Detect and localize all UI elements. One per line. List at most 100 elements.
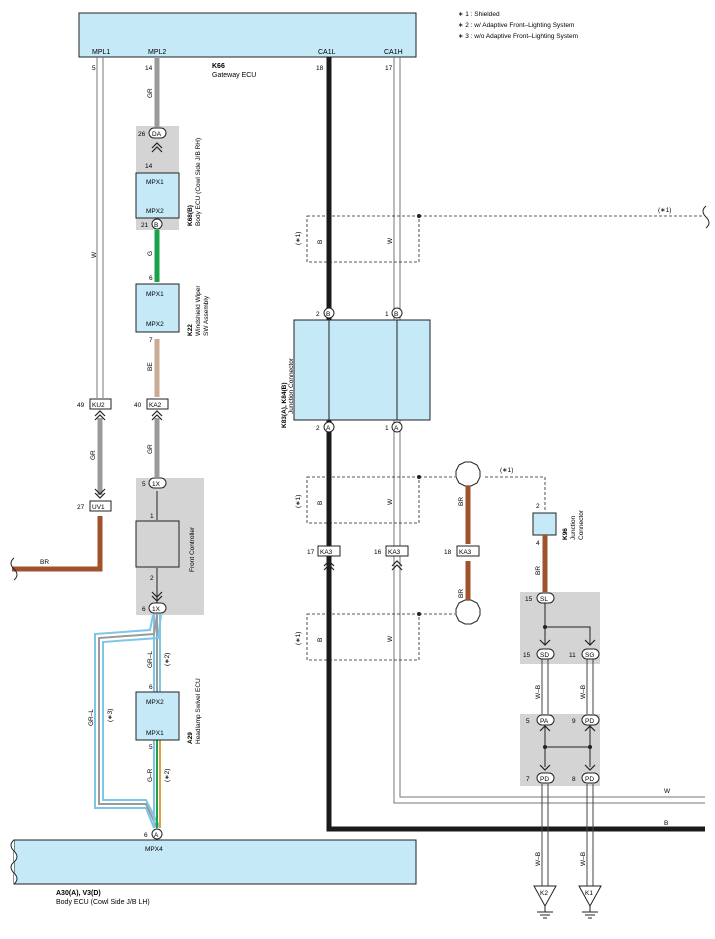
body-ecu-lh-box	[13, 839, 417, 885]
wire-label-g: G	[147, 251, 154, 256]
sd-num: 15	[523, 652, 531, 659]
wire-label-gr-l-bypass: GR–L	[88, 709, 95, 726]
uv1-label: UV1	[92, 504, 105, 511]
wire-br-left	[12, 516, 103, 572]
k96-name-1: Junction	[570, 515, 577, 540]
fc-name: Front Controller	[189, 526, 196, 572]
conn-ka3-17: KA3 17	[307, 545, 341, 571]
wire-g-r	[153, 740, 161, 828]
wiper-mpx2: MPX2	[146, 321, 164, 328]
shield-mark-1a: (∗1)	[658, 207, 671, 214]
headlamp-pin-bottom: 5	[149, 744, 153, 751]
ku2-label: KU2	[92, 402, 105, 409]
wire-label-br-2: BR	[458, 589, 465, 598]
conn-a-lh-num: 6	[144, 832, 148, 839]
ku2-num: 49	[77, 402, 85, 409]
sd-label: SD	[540, 652, 549, 659]
body-rh-mpx2: MPX2	[146, 208, 164, 215]
k83-bl-num: 2	[316, 425, 320, 432]
wire-wb-4	[586, 784, 594, 886]
wire-label-wb-1: W–B	[535, 685, 542, 699]
body-rh-pin-in: 14	[145, 163, 153, 170]
wire-label-gr-1: GR	[147, 88, 154, 98]
wire-label-b-1: B	[317, 240, 324, 244]
fc-pin-top: 1	[150, 513, 154, 520]
wiper-name-1: Windshield Wiper	[195, 285, 202, 336]
wire-label-w-1: W	[387, 237, 394, 244]
body-rh-mpx1: MPX1	[146, 179, 164, 186]
headlamp-ecu-box	[135, 691, 180, 741]
wire-label-br-3: BR	[535, 566, 542, 575]
wire-label-gr-2: GR	[147, 444, 154, 454]
pa-num: 5	[526, 718, 530, 725]
conn-uv1: UV1 27	[77, 488, 112, 512]
headlamp-code: A29	[187, 732, 194, 744]
wire-ca1l-b	[326, 57, 705, 832]
conn-ka2: KA2 40	[134, 398, 169, 421]
shield-node-3	[417, 612, 421, 616]
sl-num: 15	[525, 596, 533, 603]
headlamp-mpx1: MPX1	[146, 730, 164, 737]
wire-label-wb-3: W–B	[535, 852, 542, 866]
gateway-ecu-box	[78, 12, 417, 58]
pd-9-label: PD	[585, 718, 594, 725]
wiper-sw-box	[135, 283, 180, 333]
ka3-18-num: 18	[444, 549, 452, 556]
shield-terminal-bottom	[455, 599, 481, 625]
ka2-num: 40	[134, 402, 142, 409]
gateway-code: K66	[212, 63, 225, 70]
wire-label-gr-3: GR	[90, 450, 97, 460]
junction-k83-code: K83(A), K84(B)	[281, 382, 288, 428]
conn-1x-top-num: 5	[142, 481, 146, 488]
conn-ka3-18: KA3 18	[444, 545, 480, 557]
wire-label-g-r: G–R	[147, 768, 154, 782]
pd-7-label: PD	[540, 776, 549, 783]
gateway-name: Gateway ECU	[212, 72, 256, 79]
pa-label: PA	[540, 718, 549, 725]
shield-node-2	[417, 475, 421, 479]
wire-label-grl: GR–L	[147, 651, 154, 668]
body-lh-pin-label: MPX4	[145, 846, 163, 853]
shield-terminal-top	[455, 461, 481, 487]
arrow-da	[151, 142, 163, 153]
pd-9-num: 9	[572, 718, 576, 725]
ka3-17-label: KA3	[320, 549, 333, 556]
k83-bl-label: A	[326, 425, 331, 432]
ground-k1-label: K1	[585, 890, 593, 897]
wire-label-w-mpl1: W	[91, 251, 98, 258]
ka3-17-num: 17	[307, 549, 315, 556]
shield-mark-1c: (∗1)	[500, 467, 513, 474]
conn-k83-top-right: B 1	[385, 307, 403, 319]
break-mark-right-1	[702, 205, 710, 229]
pd-7-num: 7	[526, 776, 530, 783]
k83-tl-label: B	[326, 311, 330, 318]
ka3-16-label: KA3	[388, 549, 401, 556]
body-lh-code: A30(A), V3(D)	[56, 890, 101, 897]
ground-k2: K2	[533, 885, 557, 919]
wire-gr-l-bypass	[94, 614, 162, 829]
shield-mark-2a: (∗2)	[164, 653, 171, 666]
sl-label: SL	[540, 596, 548, 603]
pin-label-mpl1: MPL1	[92, 49, 110, 56]
conn-b-21-num: 21	[141, 222, 149, 229]
pin-label-ca1l: CA1L	[318, 49, 336, 56]
note-2: ∗ 2 : w/ Adaptive Front–Lighting System	[458, 22, 574, 29]
wire-label-w-main: W	[664, 788, 671, 795]
conn-a-lh-label: A	[154, 832, 159, 839]
fc-pin-bottom: 2	[150, 575, 154, 582]
pd-8-label: PD	[585, 776, 594, 783]
wire-wb-3	[541, 784, 549, 886]
ka3-16-num: 16	[374, 549, 382, 556]
shield-mark-1b: (∗1)	[295, 232, 302, 245]
k83-br-num: 1	[385, 425, 389, 432]
body-lh-name: Body ECU (Cowl Side J/B LH)	[56, 899, 150, 906]
conn-ku2: KU2 49	[77, 398, 112, 421]
wire-label-w-2: W	[387, 498, 394, 505]
wiper-pin-top: 6	[149, 275, 153, 282]
conn-pa: PA 5	[526, 714, 555, 732]
wire-label-br-left: BR	[40, 559, 49, 566]
k83-tl-num: 2	[316, 311, 320, 318]
wire-mpl1-w	[96, 57, 104, 398]
conn-pd-7: PD 7	[526, 764, 555, 784]
ground-k1: K1	[578, 885, 602, 919]
